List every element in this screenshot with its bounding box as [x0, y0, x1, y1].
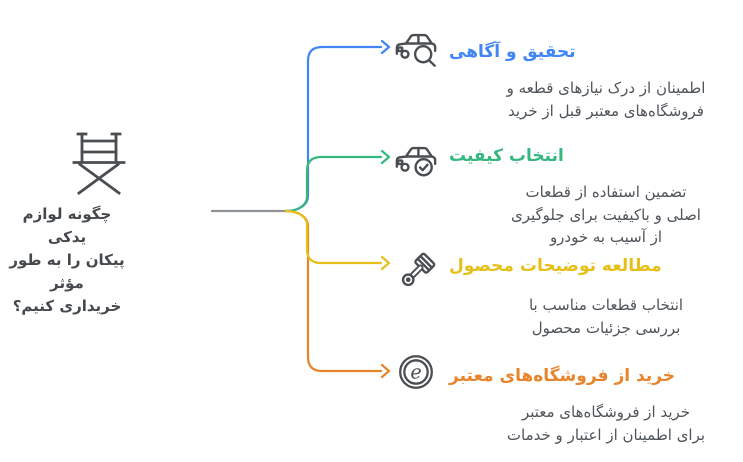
branch-description-line: از آسیب به خودرو [549, 228, 663, 246]
car-check-icon [394, 139, 438, 183]
branch-description: اطمینان از درک نیازهای قطعه و فروشگاه‌ها… [462, 77, 743, 122]
branch-description-line: تضمین استفاده از قطعات [525, 183, 687, 201]
ecommerce-badge-icon: e [394, 350, 438, 394]
connector-branch-2 [284, 155, 383, 213]
branch-title: تحقیق و آگاهی [449, 42, 576, 62]
director-chair-icon [72, 131, 126, 197]
svg-text:e: e [410, 361, 421, 384]
arrowhead-icon [380, 149, 391, 165]
connector-branch-3 [284, 209, 383, 265]
branch-title: انتخاب کیفیت [449, 146, 564, 166]
branch-description-line: خرید از فروشگاه‌های معتبر [521, 403, 691, 421]
central-question-line: خریداری کنیم؟ [12, 297, 122, 315]
branch-description: تضمین استفاده از قطعات اصلی و باکیفیت بر… [462, 181, 743, 249]
connector-branch-4 [284, 209, 383, 373]
piston-icon [394, 250, 438, 294]
arrowhead-icon [380, 255, 391, 271]
arrowhead-icon [380, 39, 391, 55]
central-question-line: پیکان را به طور مؤثر [9, 251, 125, 292]
branch-description-line: برای اطمینان از اعتبار و خدمات [506, 425, 706, 444]
branch-description-line: اصلی و باکیفیت برای جلوگیری [511, 205, 701, 224]
branch-description-line: فروشگاه‌های معتبر قبل از خرید [508, 101, 704, 120]
central-question: چگونه لوازم یدکی پیکان را به طور مؤثر خر… [1, 203, 133, 318]
connector-branch-1 [284, 45, 383, 213]
branch-description-line: انتخاب قطعات مناسب با [528, 296, 684, 314]
branch-description: خرید از فروشگاه‌های معتبر برای اطمینان ا… [462, 401, 743, 446]
branch-description: انتخاب قطعات مناسب با بررسی جزئیات محصول [462, 294, 743, 339]
branch-title: مطالعه توضیحات محصول [449, 256, 662, 276]
car-search-icon [394, 26, 438, 70]
arrowhead-icon [380, 363, 391, 379]
branch-description-line: اطمینان از درک نیازهای قطعه و [506, 79, 706, 97]
branch-title: خرید از فروشگاه‌های معتبر [449, 366, 676, 386]
central-question-line: چگونه لوازم یدکی [22, 205, 112, 246]
branch-description-line: بررسی جزئیات محصول [531, 318, 681, 337]
